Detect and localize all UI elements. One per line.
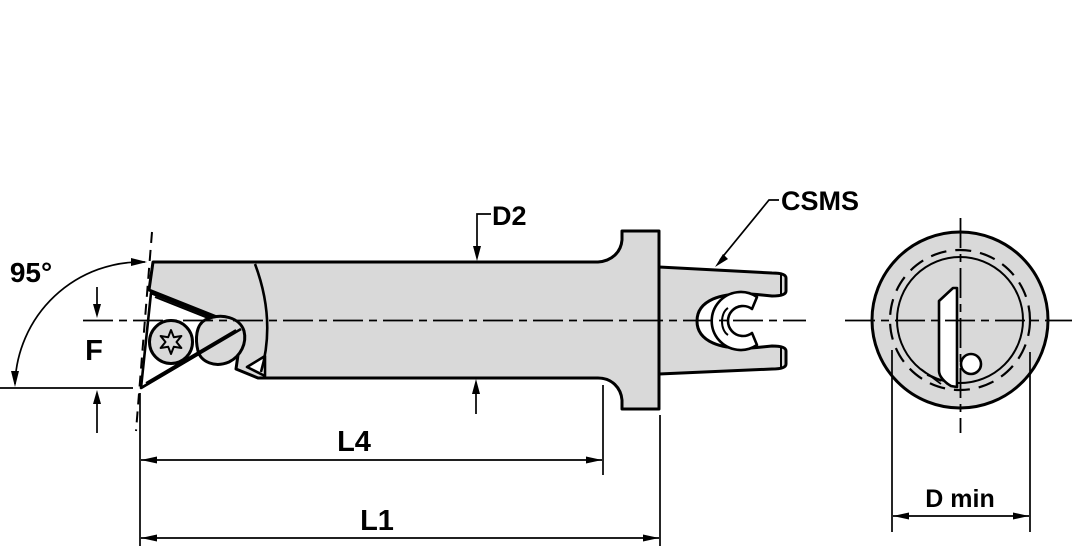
csms-label: CSMS (781, 186, 859, 216)
fork-claw-inner-arc (721, 307, 729, 336)
l1-arrow-left (141, 534, 157, 542)
insert-screw (148, 319, 194, 365)
d2-arrow-bottom (472, 379, 480, 394)
end-view (845, 218, 1072, 433)
head-machining-curve (253, 263, 269, 373)
l4-arrow-left (141, 456, 157, 464)
l1-arrow-right (643, 534, 659, 542)
dmin-arrow-right (1013, 512, 1029, 520)
csms-arrow (715, 254, 728, 267)
f-arrow-bottom (93, 390, 101, 404)
d2-label: D2 (492, 201, 527, 231)
angle-label: 95° (10, 257, 52, 288)
angle-arc (14, 261, 146, 385)
l4-arrow-right (586, 456, 602, 464)
dmin-label: D min (925, 485, 994, 513)
fork-claw-horseshoe (710, 290, 759, 352)
edge-extension-dashed-line (135, 231, 153, 432)
side-view (83, 229, 806, 432)
insert-bottom-inner-line (145, 329, 237, 384)
dmin-arrow-left (893, 512, 909, 520)
angle-arc-arrow-bottom (11, 371, 19, 387)
d2-leader (476, 213, 491, 248)
l4-label: L4 (337, 426, 371, 458)
angle-arc-arrow-top (131, 258, 147, 266)
torx-icon (159, 329, 183, 355)
insert-bottom-edge (140, 327, 242, 390)
l1-label: L1 (360, 505, 394, 537)
end-view-slot-wedge-line-2 (926, 374, 942, 382)
csms-leader (719, 199, 779, 261)
d2-arrow-top (473, 246, 481, 261)
f-label: F (85, 335, 103, 367)
f-arrow-top (93, 304, 101, 318)
dimensions: 95° F D2 CSMS L4 L1 (0, 186, 1031, 546)
end-view-insert-slot (937, 286, 959, 389)
end-view-coolant-hole (959, 352, 983, 376)
